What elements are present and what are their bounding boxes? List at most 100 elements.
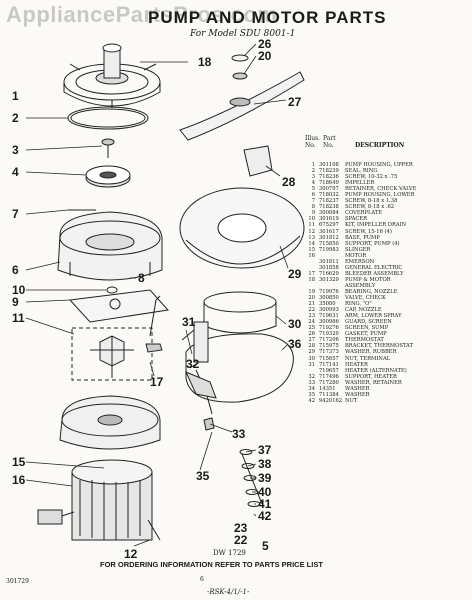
nozzle-cap <box>232 55 248 61</box>
header-part: Part <box>323 135 336 142</box>
part-number: 719657 <box>319 367 339 374</box>
illus-number: 6 <box>311 192 315 199</box>
part-description: SCREW, 15-16 (4) <box>345 228 392 235</box>
callout-label: 28 <box>282 175 296 189</box>
illus-number: 42 <box>308 397 315 404</box>
illus-number: 15 <box>308 246 315 253</box>
part-description: SUPPORT, HEATER <box>345 373 397 380</box>
part-number: 14351 <box>319 385 336 392</box>
parts-row: 12 301617 SCREW, 15-16 (4) <box>305 229 471 235</box>
illus-number: 9 <box>311 210 315 217</box>
part-number: 718032 <box>319 192 339 199</box>
pump-gasket <box>204 292 276 333</box>
screw-part <box>102 139 114 158</box>
callout-label: 18 <box>198 55 212 69</box>
part-description: EMERSON <box>345 258 375 265</box>
callout-label: 39 <box>258 471 272 485</box>
part-description: ARM, LOWER SPRAY <box>345 313 402 320</box>
part-number: 717206 <box>319 337 339 344</box>
illus-number: 10 <box>308 216 315 223</box>
part-description: SPACER <box>345 216 367 223</box>
part-description: BLEEDER ASSEMBLY <box>345 270 404 277</box>
part-number: 717280 <box>319 379 339 386</box>
part-number: 300850 <box>319 295 339 302</box>
illus-number: 12 <box>308 228 315 235</box>
impeller-drain-kit <box>72 328 152 380</box>
illus-number: 4 <box>311 180 315 187</box>
part-number: 719983 <box>319 246 339 253</box>
illus-number: 34 <box>308 385 315 392</box>
part-description: PUMP & MOTOR <box>345 276 391 283</box>
lower-pump-housing <box>58 212 162 280</box>
callout-label: 23 <box>234 521 248 535</box>
header-no: No. <box>305 142 316 149</box>
part-number: 719976 <box>319 288 339 295</box>
parts-row: 719657 HEATER (ALTERNATE) <box>305 368 471 374</box>
illus-number: 30 <box>308 355 315 362</box>
illus-number: 14 <box>308 240 315 247</box>
callout-label: 31 <box>182 315 196 329</box>
callout-label: 4 <box>12 165 19 179</box>
part-number: 718649 <box>319 180 339 187</box>
illus-number: 7 <box>311 198 315 205</box>
illus-number: 16 <box>308 252 315 259</box>
part-number: 718239 <box>319 168 339 175</box>
part-description: HEATER (ALTERNATE) <box>345 367 407 374</box>
drawing-number: DW 1729 <box>213 549 246 557</box>
part-number: 300797 <box>319 186 339 193</box>
part-description: KIT, IMPELLER DRAIN <box>345 222 407 229</box>
illus-number: 13 <box>308 234 315 241</box>
part-description: PUMP HOUSING, UPPER <box>345 162 413 168</box>
header-illus: Illus. <box>305 135 321 142</box>
part-description: NUT <box>345 397 358 404</box>
part-description: NUT, TERMINAL <box>345 355 391 362</box>
part-description: HEATER <box>345 361 368 368</box>
thermostat <box>194 322 208 362</box>
callout-label: 9 <box>12 295 19 309</box>
callout-label: 36 <box>288 337 302 351</box>
illus-number: 33 <box>308 379 315 386</box>
callout-label: 1 <box>12 89 19 103</box>
part-description: SLINGER <box>345 246 371 253</box>
bleeder-assembly <box>146 296 162 352</box>
callout-label: 3 <box>12 143 19 157</box>
part-number: 715657 <box>319 355 339 362</box>
part-number: 301812 <box>319 234 339 241</box>
illus-number: 31 <box>308 361 315 368</box>
part-number: 35080 <box>319 301 336 308</box>
illus-number: 5 <box>311 186 315 193</box>
part-description: GUARD, SCREEN <box>345 319 392 326</box>
callout-label: 41 <box>258 497 272 511</box>
callout-label: 7 <box>12 207 19 221</box>
part-description: SCREW, 10-32 x .75 <box>345 174 398 181</box>
part-description: MOTOR <box>345 252 367 259</box>
part-description: SCREEN, SUMP <box>345 325 389 332</box>
illus-number: 20 <box>308 295 315 302</box>
part-number: 718238 <box>319 204 339 211</box>
footer-code: 301729 <box>6 578 29 585</box>
part-description: BASE, PUMP <box>345 234 380 241</box>
part-number: 301329 <box>319 276 339 283</box>
callout-label: 2 <box>12 111 19 125</box>
page-subtitle: For Model SDU 8001-1 <box>190 29 296 39</box>
illus-number: 29 <box>308 349 315 356</box>
callout-label: 33 <box>232 427 246 441</box>
part-number: 301617 <box>319 228 339 235</box>
part-number: 301619 <box>319 216 339 223</box>
